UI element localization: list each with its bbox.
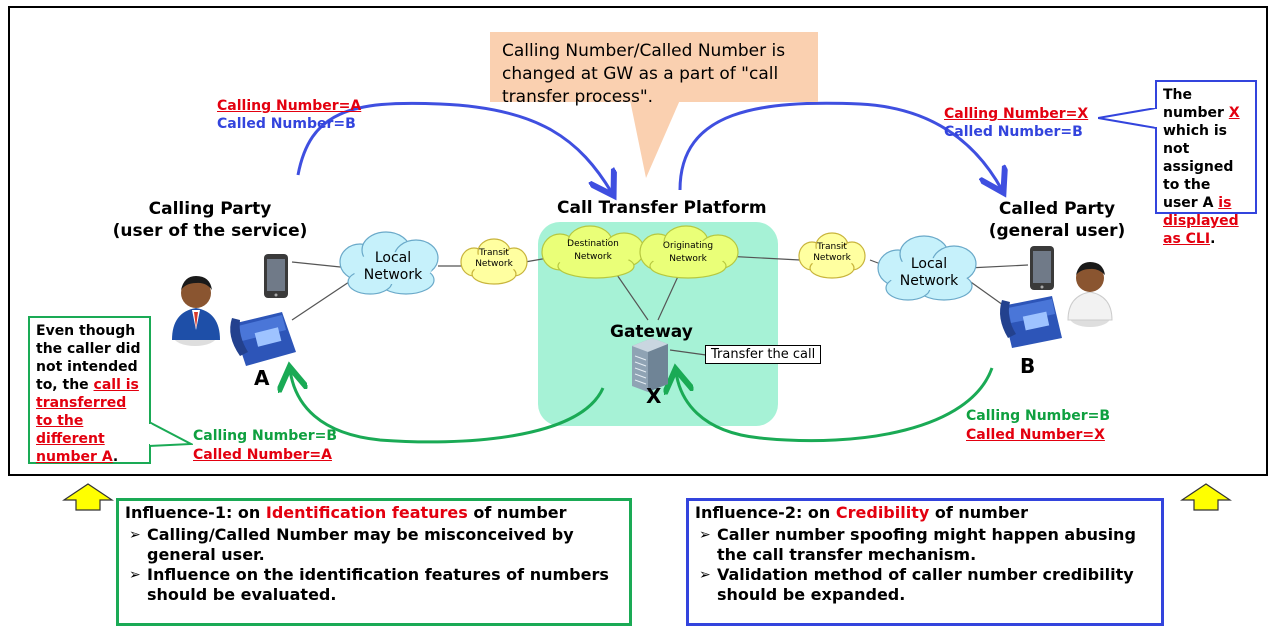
called-party-title-line1: Called Party	[998, 199, 1116, 219]
bottom-right-called-number-label: Called Number=X	[966, 427, 1105, 443]
gateway-server-icon	[632, 338, 668, 392]
local-network-right-label: Local Network	[899, 256, 959, 289]
right-called-number-label: Called Number=B	[944, 124, 1083, 140]
up-arrow-left-icon	[62, 483, 114, 511]
right-cli-note: The number X which is not assigned to th…	[1155, 80, 1257, 247]
called-party-mobile-icon	[1030, 246, 1054, 290]
influence-2-bullet: Caller number spoofing might happen abus…	[695, 525, 1155, 565]
called-party-letter: B	[1020, 354, 1036, 378]
left-calling-number-label: Calling Number=A	[217, 98, 362, 114]
arrow-blue-left	[296, 101, 612, 193]
arrow-green-right	[676, 368, 994, 443]
bottom-left-calling-number-label: Calling Number=B	[193, 428, 338, 444]
transit-network-right-cloud	[798, 232, 866, 279]
platform-title: Call Transfer Platform	[557, 198, 767, 218]
called-party-person-icon	[1067, 262, 1113, 327]
calling-party-person-icon	[172, 276, 220, 346]
influence-2-bullet: Validation method of caller number credi…	[695, 565, 1155, 605]
influence-2-title: Influence-2: on Credibility of number	[695, 503, 1029, 522]
arrow-blue-right	[678, 101, 1002, 190]
calling-party-desk-phone-icon	[230, 312, 296, 366]
left-called-number-label: Called Number=B	[217, 116, 356, 132]
influence-1-bullets: Calling/Called Number may be misconceive…	[125, 525, 623, 605]
destination-network-label: Destination Network	[567, 239, 619, 262]
arrow-green-left	[290, 370, 605, 444]
callout-text: Calling Number/Called Number is changed …	[502, 41, 786, 107]
callout-tail	[630, 100, 680, 178]
left-transfer-note: Even though the caller did not intended …	[28, 316, 151, 465]
influence-1-box: Influence-1: on Identification features …	[116, 498, 632, 626]
originating-network-label: Originating Network	[662, 241, 714, 264]
bottom-left-called-number-label: Called Number=A	[193, 447, 332, 463]
originating-network-cloud	[639, 225, 739, 279]
gw-change-callout: Calling Number/Called Number is changed …	[490, 32, 818, 107]
calling-party-mobile-icon	[264, 254, 288, 298]
influence-1-bullet: Influence on the identification features…	[125, 565, 623, 605]
left-note-pointer	[149, 420, 193, 448]
calling-party-letter: A	[254, 366, 270, 390]
called-party-desk-phone-icon	[1000, 296, 1062, 348]
local-network-right-cloud	[877, 235, 977, 301]
called-party-title: Called Party (general user)	[982, 198, 1132, 242]
local-network-left-label: Local Network	[363, 250, 423, 283]
calling-party-title-line1: Calling Party	[148, 199, 272, 219]
transit-network-right-label: Transit Network	[813, 242, 851, 263]
right-calling-number-label: Calling Number=X	[944, 106, 1089, 122]
gateway-letter: X	[646, 384, 662, 408]
gateway-label: Gateway	[610, 322, 693, 342]
destination-network-cloud	[541, 225, 645, 279]
up-arrow-right-icon	[1180, 483, 1232, 511]
right-note-pointer	[1098, 108, 1158, 130]
called-party-title-line2: (general user)	[988, 221, 1126, 241]
influence-1-title: Influence-1: on Identification features …	[125, 503, 567, 522]
bottom-right-calling-number-label: Calling Number=B	[966, 408, 1111, 424]
influence-2-bullets: Caller number spoofing might happen abus…	[695, 525, 1155, 605]
transfer-call-box: Transfer the call	[705, 345, 822, 364]
influence-1-bullet: Calling/Called Number may be misconceive…	[125, 525, 623, 565]
calling-party-title-line2: (user of the service)	[112, 221, 308, 241]
transit-network-left-label: Transit Network	[475, 248, 513, 269]
transfer-call-label: Transfer the call	[711, 347, 816, 362]
calling-party-title: Calling Party (user of the service)	[110, 198, 310, 242]
transit-network-left-cloud	[460, 238, 528, 285]
local-network-left-cloud	[339, 231, 439, 295]
influence-2-box: Influence-2: on Credibility of number Ca…	[686, 498, 1164, 626]
